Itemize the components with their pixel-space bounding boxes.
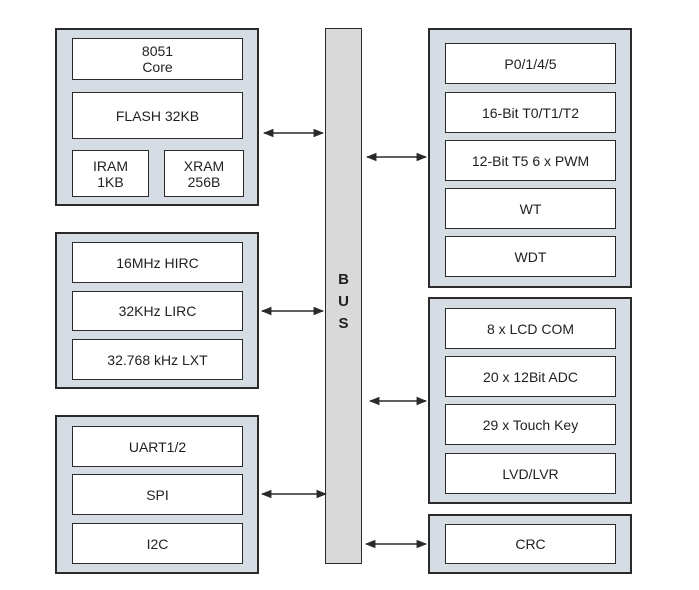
touch-key-block: 29 x Touch Key <box>445 404 616 445</box>
i2c-block: I2C <box>72 523 243 564</box>
bus: B U S <box>325 28 362 564</box>
lirc-block: 32KHz LIRC <box>72 291 243 331</box>
comms-group: UART1/2 SPI I2C <box>55 415 259 574</box>
wt-block: WT <box>445 188 616 229</box>
lcd-block: 8 x LCD COM <box>445 308 616 349</box>
memory-group: 8051 Core FLASH 32KB IRAM 1KB XRAM 256B <box>55 28 259 206</box>
core-block: 8051 Core <box>72 38 243 80</box>
clock-group: 16MHz HIRC 32KHz LIRC 32.768 kHz LXT <box>55 232 259 389</box>
xram-block: XRAM 256B <box>164 150 244 197</box>
adc-block: 20 x 12Bit ADC <box>445 356 616 397</box>
ports-block: P0/1/4/5 <box>445 43 616 84</box>
wdt-block: WDT <box>445 236 616 277</box>
analog-group: 8 x LCD COM 20 x 12Bit ADC 29 x Touch Ke… <box>428 297 632 504</box>
spi-block: SPI <box>72 474 243 515</box>
timer-group: P0/1/4/5 16-Bit T0/T1/T2 12-Bit T5 6 x P… <box>428 28 632 288</box>
hirc-block: 16MHz HIRC <box>72 242 243 283</box>
flash-block: FLASH 32KB <box>72 92 243 139</box>
bus-label: B U S <box>338 271 349 332</box>
t5-pwm-block: 12-Bit T5 6 x PWM <box>445 140 616 181</box>
iram-block: IRAM 1KB <box>72 150 149 197</box>
t012-block: 16-Bit T0/T1/T2 <box>445 92 616 133</box>
crc-group: CRC <box>428 514 632 574</box>
crc-block: CRC <box>445 524 616 564</box>
uart-block: UART1/2 <box>72 426 243 467</box>
lvd-lvr-block: LVD/LVR <box>445 453 616 494</box>
lxt-block: 32.768 kHz LXT <box>72 339 243 380</box>
